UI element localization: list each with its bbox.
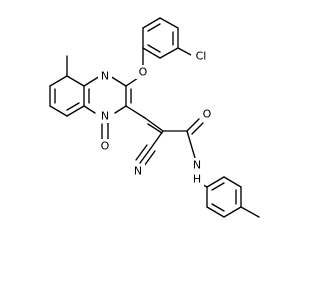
bond: [144, 117, 164, 132]
bond: [186, 130, 196, 159]
atom-bg: [191, 49, 211, 63]
bond: [125, 105, 146, 119]
bond: [142, 47, 161, 59]
atom-bg: [190, 158, 204, 172]
bond: [142, 17, 161, 29]
bond: [66, 75, 85, 87]
bond: [223, 206, 242, 218]
bond: [135, 144, 148, 161]
bond: [114, 105, 127, 114]
bond: [206, 206, 225, 218]
bond: [125, 77, 139, 87]
atom-label-n-nitrile: N: [134, 165, 142, 178]
bond: [211, 203, 225, 212]
molecule-structure: Cl O N N O N O N H: [49, 17, 260, 218]
bond: [139, 147, 152, 164]
atom-bg: [131, 164, 145, 178]
atom-label-layer: Cl O N N O N O N H: [98, 49, 214, 186]
bond: [83, 75, 101, 87]
bond: [83, 105, 96, 114]
atom-label-n-ring: N: [101, 70, 109, 83]
atom-bg: [98, 109, 112, 123]
bond: [206, 176, 225, 188]
atom-bg: [98, 69, 112, 83]
bond: [186, 118, 200, 132]
bond: [66, 102, 80, 111]
atom-label-h-amide: H: [193, 173, 201, 186]
atom-label-o-carbonyl: O: [101, 140, 110, 153]
bond: [159, 47, 179, 59]
bond: [147, 123, 163, 134]
bond: [159, 17, 179, 29]
atom-label-o-amide: O: [203, 108, 212, 121]
bond: [49, 75, 68, 87]
bond: [177, 47, 192, 56]
bond: [143, 150, 156, 167]
bond: [147, 23, 161, 32]
atom-label-cl: Cl: [196, 50, 207, 63]
bond-layer: [49, 17, 260, 218]
bond: [66, 105, 85, 117]
atom-bg: [190, 172, 204, 186]
atom-bg: [200, 107, 214, 121]
atom-bg: [136, 65, 150, 79]
bond: [211, 182, 225, 191]
atom-label-n-amide: N: [193, 159, 201, 172]
bond: [109, 75, 127, 87]
bond: [191, 122, 204, 135]
atom-bg: [98, 139, 112, 153]
atom-label-n-bridge: N: [101, 110, 109, 123]
bond: [150, 130, 164, 149]
bond: [147, 44, 161, 53]
bond: [240, 206, 260, 218]
bond: [49, 105, 68, 117]
bond: [223, 176, 242, 188]
atom-label-o-ether: O: [139, 66, 148, 79]
